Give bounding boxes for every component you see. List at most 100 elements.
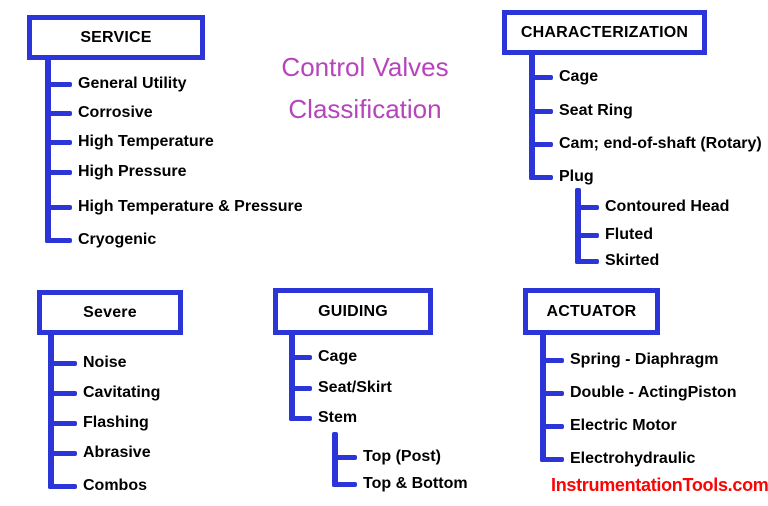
section-header-guiding: GUIDING xyxy=(273,288,433,335)
branch-connector xyxy=(540,456,564,462)
tree-item: Seat/Skirt xyxy=(289,377,392,399)
tree-item: Double - ActingPiston xyxy=(540,382,737,404)
section-header-characterization: CHARACTERIZATION xyxy=(502,10,707,55)
tree-item-label: Plug xyxy=(559,168,594,185)
tree-item: Cryogenic xyxy=(45,229,156,251)
tree-item-label: Corrosive xyxy=(78,104,153,121)
branch-connector xyxy=(540,423,564,429)
tree-item-label: High Temperature xyxy=(78,133,214,150)
branch-connector xyxy=(529,74,553,80)
branch-trunk xyxy=(575,188,581,264)
tree-subitem-label: Contoured Head xyxy=(605,198,730,215)
branch-connector xyxy=(575,258,599,264)
tree-item-label: High Pressure xyxy=(78,163,187,180)
tree-item: Cage xyxy=(529,66,598,88)
branch-connector xyxy=(289,354,312,360)
branch-connector xyxy=(332,481,357,487)
branch-connector xyxy=(529,141,553,147)
diagram-title-line-2: Classification xyxy=(288,94,442,124)
branch-connector xyxy=(540,390,564,396)
section-header-actuator: ACTUATOR xyxy=(523,288,660,335)
branch-connector xyxy=(529,174,553,180)
section-header-service-label: SERVICE xyxy=(80,28,152,46)
tree-subitem-label: Top & Bottom xyxy=(363,475,468,492)
branch-connector xyxy=(45,81,72,87)
section-header-characterization-label: CHARACTERIZATION xyxy=(520,23,689,41)
diagram-title-line-1: Control Valves xyxy=(281,52,449,82)
section-header-severe: Severe xyxy=(37,290,183,335)
tree-item-label: Combos xyxy=(83,477,147,494)
tree-item-label: Double - ActingPiston xyxy=(570,384,737,401)
branch-connector xyxy=(45,110,72,116)
tree-item-label: Stem xyxy=(318,409,358,426)
branch-trunk xyxy=(289,333,295,421)
tree-item-label: General Utility xyxy=(78,75,187,92)
tree-item-label: Electric Motor xyxy=(570,417,677,434)
tree-item-label: Seat Ring xyxy=(559,102,633,119)
tree-item-label: High Temperature & Pressure xyxy=(78,198,303,215)
tree-item-label: Cavitating xyxy=(83,384,161,401)
branch-trunk xyxy=(529,53,535,180)
tree-subitem: Top & Bottom xyxy=(332,473,468,495)
branch-connector xyxy=(48,390,77,396)
tree-subitem-label: Fluted xyxy=(605,226,653,243)
tree-item: General Utility xyxy=(45,73,186,95)
watermark-text: InstrumentationTools.com xyxy=(551,475,768,495)
tree-item-label: Cage xyxy=(318,348,358,365)
tree-item: Electrohydraulic xyxy=(540,448,695,470)
branch-connector xyxy=(332,454,357,460)
branch-connector xyxy=(575,232,599,238)
section-header-severe-label: Severe xyxy=(83,303,137,321)
branch-trunk xyxy=(540,333,546,462)
tree-item-label: Cam; end-of-shaft (Rotary) xyxy=(559,135,762,152)
branch-trunk xyxy=(332,432,338,487)
tree-item-label: Seat/Skirt xyxy=(318,379,392,396)
tree-item: Combos xyxy=(48,475,147,497)
branch-connector xyxy=(48,420,77,426)
tree-item: Noise xyxy=(48,352,127,374)
tree-subitem-label: Top (Post) xyxy=(363,448,441,465)
branch-connector xyxy=(529,108,553,114)
tree-item: High Pressure xyxy=(45,161,186,183)
tree-subitem-label: Skirted xyxy=(605,252,660,269)
tree-item-label: Electrohydraulic xyxy=(570,450,696,467)
tree-item: Cam; end-of-shaft (Rotary) xyxy=(529,133,762,155)
branch-trunk xyxy=(48,333,54,489)
tree-subitem: Top (Post) xyxy=(332,446,441,468)
branch-connector xyxy=(45,237,72,243)
branch-connector xyxy=(48,483,77,489)
tree-item: Abrasive xyxy=(48,442,151,464)
section-header-guiding-label: GUIDING xyxy=(318,302,388,320)
tree-item-label: Cryogenic xyxy=(78,231,157,248)
branch-connector xyxy=(45,204,72,210)
tree-item-label: Spring - Diaphragm xyxy=(570,351,719,368)
branch-connector xyxy=(540,357,564,363)
tree-item: Cavitating xyxy=(48,382,160,404)
tree-item: Stem xyxy=(289,407,357,429)
tree-item-label: Abrasive xyxy=(83,444,151,461)
branch-connector xyxy=(289,385,312,391)
tree-item: Electric Motor xyxy=(540,415,677,437)
tree-item: Plug xyxy=(529,166,594,188)
tree-item-label: Flashing xyxy=(83,414,149,431)
branch-connector xyxy=(48,360,77,366)
tree-item: Flashing xyxy=(48,412,149,434)
branch-connector xyxy=(575,204,599,210)
tree-item: Corrosive xyxy=(45,102,153,124)
tree-subitem: Skirted xyxy=(575,250,659,272)
tree-item-label: Noise xyxy=(83,354,127,371)
tree-item-label: Cage xyxy=(559,68,599,85)
section-header-actuator-label: ACTUATOR xyxy=(546,302,637,320)
tree-subitem: Contoured Head xyxy=(575,196,729,218)
branch-connector xyxy=(48,450,77,456)
tree-subitem: Fluted xyxy=(575,224,653,246)
tree-item: Seat Ring xyxy=(529,100,633,122)
branch-connector xyxy=(45,139,72,145)
branch-trunk xyxy=(45,58,51,243)
tree-item: High Temperature xyxy=(45,131,214,153)
branch-connector xyxy=(289,415,312,421)
branch-connector xyxy=(45,169,72,175)
tree-item: Cage xyxy=(289,346,357,368)
tree-item: High Temperature & Pressure xyxy=(45,196,303,218)
